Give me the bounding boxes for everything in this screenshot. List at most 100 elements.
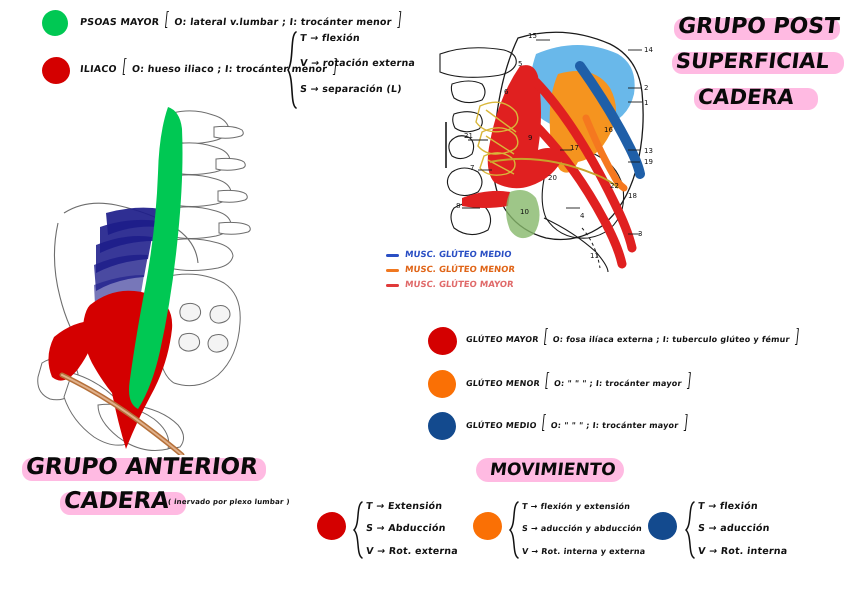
arrow-icon: → [310,58,320,69]
iliacus-origin: O: hueso iliaco [131,64,215,75]
movement-col-1-brace [508,500,520,560]
action-key: T [299,33,308,44]
movement-maximus-color-dot [317,512,346,540]
svg-text:14: 14 [644,46,653,54]
svg-text:20: 20 [548,174,557,182]
movement-col-0-row-2: V → Rot. externa [365,546,458,557]
sacral-ligaments-yellow [475,101,519,176]
posterior-title-line1: GRUPO POST [676,14,841,39]
anterior-actions-brace [286,30,297,109]
iliopsoas-tendon [59,372,185,455]
action-value: flexión y extensión [540,502,631,511]
action-key: V [697,546,707,557]
svg-text:5: 5 [518,60,522,68]
psoas-color-dot [42,10,68,36]
highlight-band [694,88,818,110]
muscle-insertion: I: trocánter mayor [595,379,683,388]
gluteus-maximus-color-dot [428,327,457,355]
posterior-legend-minimus-row: GLÚTEO MENOR [ O: " " " ; I: trocánter m… [465,371,693,392]
femur-outline [37,357,184,450]
gluteus-medius-color-dot [428,412,456,440]
sciatic-nerve-line [489,157,619,189]
action-key: T [365,501,374,512]
psoas-insertion: I: trocánter menor [288,17,393,28]
action-key: V [299,58,309,69]
movement-col-0-row-1: S → Abducción [365,523,446,534]
legend-label: MUSC. GLÚTEO MENOR [404,265,516,275]
gluteus-maximus-arrow-lower [523,113,627,269]
bracket-open-icon: [ [121,57,128,79]
muscle-origin: O: " " " [550,421,584,430]
sacrum-coccyx-outline [439,47,517,236]
movement-col-1-row-1: S → aducción y abducción [522,524,643,533]
gluteus-medius-band-darkblue [575,61,645,179]
muscle-origin: O: fosa ilíaca externa [552,335,654,344]
acetabulum-outline [541,148,625,239]
svg-text:19: 19 [644,158,653,166]
muscle-origin: O: " " " [553,379,587,388]
bracket-open-icon: [ [540,413,548,435]
svg-text:6: 6 [504,88,509,96]
anterior-title-line2: CADERA [62,488,171,514]
movement-col-1-dot [473,512,502,540]
anterior-action-row-2: S → separación (L) [299,84,402,95]
highlight-band [22,458,266,481]
posterior-legend-medius-row: GLÚTEO MEDIO [ O: " " " ; I: trocánter m… [465,413,690,434]
anterior-title-block: GRUPO ANTERIOR CADERA ( inervado por ple… [18,450,318,516]
legend-line-minimus: MUSC. GLÚTEO MENOR [386,265,515,275]
bracket-close-icon: ] [793,327,801,349]
posterior-legend-medius-dot [428,412,456,440]
action-value: Extensión [387,501,443,512]
movement-col-2-dot [648,512,677,540]
muscle-name: GLÚTEO MAYOR [465,335,540,344]
arrow-icon: → [708,546,718,557]
gluteus-minimus-band-orange [582,114,628,192]
action-value: flexión [719,501,759,512]
action-value: Rot. interna y externa [540,547,646,556]
gluteus-maximus-red-fan [462,65,564,208]
arrow-icon: → [707,501,717,512]
arrow-icon: → [375,523,386,534]
movement-col-2-row-2: V → Rot. interna [697,546,787,557]
svg-text:2: 2 [644,84,648,92]
svg-text:22: 22 [610,182,619,190]
legend-line-maximus: MUSC. GLÚTEO MAYOR [386,280,515,290]
arrow-icon: → [309,33,319,44]
highlight-band [674,18,840,40]
sacrum-outline [157,273,241,387]
svg-text:3: 3 [638,230,642,238]
highlight-band [672,52,844,74]
action-key: S [365,523,374,534]
diagram-line-legend: MUSC. GLÚTEO MEDIO MUSC. GLÚTEO MENOR MU… [386,250,515,290]
highlight-band [476,458,624,482]
svg-text:4: 4 [580,212,585,220]
movement-col-2-row-1: S → aducción [697,523,770,534]
ilium-outline [492,31,644,241]
movement-col-1-row-0: T → flexión y extensión [522,502,631,511]
bracket-open-icon: [ [542,327,550,349]
action-key: S [697,523,706,534]
action-value: aducción [719,523,771,534]
anterior-title-line1: GRUPO ANTERIOR [24,454,260,480]
arrow-icon: → [707,523,718,534]
movement-title-block: MOVIMIENTO [476,458,626,486]
svg-text:21: 21 [464,132,473,140]
svg-text:13: 13 [644,147,653,155]
action-key: T [521,502,529,511]
gluteus-medius-area-lightblue [529,45,635,131]
bracket-close-icon: ] [396,10,403,32]
movement-col-0-brace [352,500,364,560]
posterior-legend-maximus-dot [428,327,457,355]
ischial-tuberosity-green [506,190,540,239]
psoas-name: PSOAS MAYOR [79,17,160,28]
posterior-legend-minimus-dot [428,370,456,398]
iliacus-color-dot [42,57,70,84]
svg-text:1: 1 [644,99,648,107]
action-value: separación (L) [321,84,403,95]
arrow-icon: → [530,524,539,533]
action-value: flexión [321,33,361,44]
semicolon: ; [216,64,222,75]
action-key: V [365,546,375,557]
action-value: Rot. interna [720,546,788,557]
